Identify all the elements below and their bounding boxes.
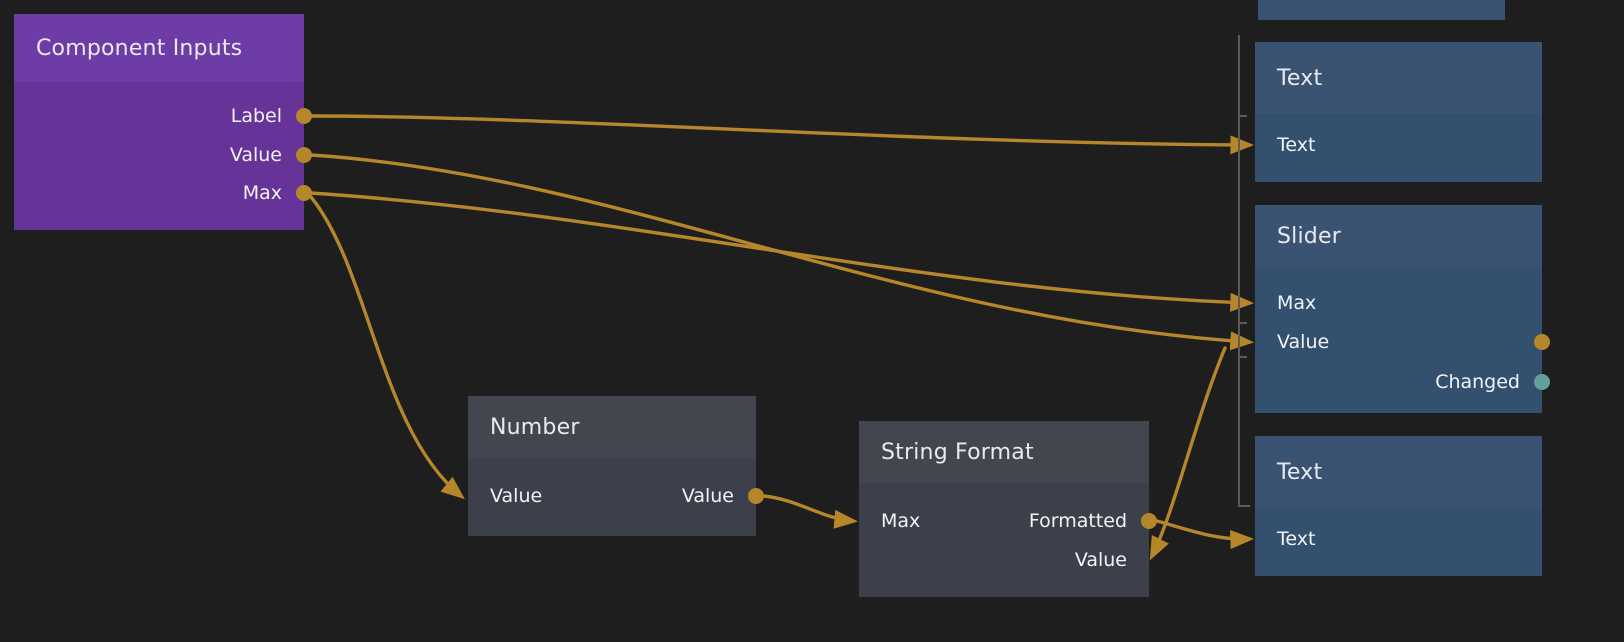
node-title-component-inputs: Component Inputs <box>14 14 304 82</box>
node-title-string-format: String Format <box>859 421 1149 483</box>
port-dot-component-inputs-label[interactable] <box>296 108 312 124</box>
port-in-text-upper-text[interactable]: Text <box>1277 134 1316 156</box>
port-in-number-value[interactable]: Value <box>490 485 543 507</box>
port-dot-component-inputs-value[interactable] <box>296 147 312 163</box>
port-out-string-format-formatted[interactable]: Formatted <box>1028 510 1127 532</box>
selection-bracket-tick <box>1238 356 1247 358</box>
port-out-slider-changed[interactable]: Changed <box>1435 371 1520 393</box>
wire-component-inputs-Label-to-text-upper-Text[interactable] <box>309 114 1255 155</box>
wire-component-inputs-Max-to-slider-Max[interactable] <box>309 191 1255 312</box>
node-title-text-top-partial <box>1258 0 1505 20</box>
wire-component-inputs-Value-to-slider-Value[interactable] <box>309 153 1255 351</box>
wire-string-format-Formatted-to-text-lower-Text[interactable] <box>1155 519 1255 550</box>
node-body-string-format <box>859 483 1149 597</box>
node-title-slider: Slider <box>1255 205 1542 267</box>
selection-bracket <box>1238 35 1250 507</box>
node-title-number: Number <box>468 396 756 458</box>
port-dot-slider-value[interactable] <box>1534 334 1550 350</box>
port-in-string-format-max[interactable]: Max <box>881 510 921 532</box>
node-text-top-partial[interactable] <box>1258 0 1505 20</box>
port-out-component-inputs-max[interactable]: Max <box>242 182 282 204</box>
wire-slider-Value-to-string-format-Value[interactable] <box>1149 346 1227 561</box>
port-in-slider-max[interactable]: Max <box>1277 292 1317 314</box>
port-dot-slider-changed[interactable] <box>1534 374 1550 390</box>
wire-number-Value-to-string-format-Max[interactable] <box>762 494 859 529</box>
node-body-number <box>468 458 756 536</box>
node-body-slider <box>1255 267 1542 413</box>
port-out-component-inputs-label[interactable]: Label <box>230 105 282 127</box>
port-dot-number-value[interactable] <box>748 488 764 504</box>
port-dot-string-format-formatted[interactable] <box>1141 513 1157 529</box>
selection-bracket-tick <box>1238 115 1247 117</box>
port-out-number-value[interactable]: Value <box>681 485 734 507</box>
selection-bracket-bar <box>1238 35 1240 507</box>
node-title-text-lower: Text <box>1255 436 1542 508</box>
node-body-component-inputs <box>14 82 304 230</box>
node-body-text-upper <box>1255 114 1542 182</box>
port-in-string-format-value[interactable]: Value <box>1074 549 1127 571</box>
port-dot-component-inputs-max[interactable] <box>296 185 312 201</box>
node-body-text-lower <box>1255 508 1542 576</box>
selection-bracket-tick <box>1238 322 1247 324</box>
wire-component-inputs-Max-to-number-Value[interactable] <box>309 195 465 500</box>
port-in-text-lower-text[interactable]: Text <box>1277 528 1316 550</box>
selection-bracket-foot <box>1238 505 1250 507</box>
port-in-slider-value[interactable]: Value <box>1277 331 1330 353</box>
node-title-text-upper: Text <box>1255 42 1542 114</box>
port-out-component-inputs-value[interactable]: Value <box>229 144 282 166</box>
